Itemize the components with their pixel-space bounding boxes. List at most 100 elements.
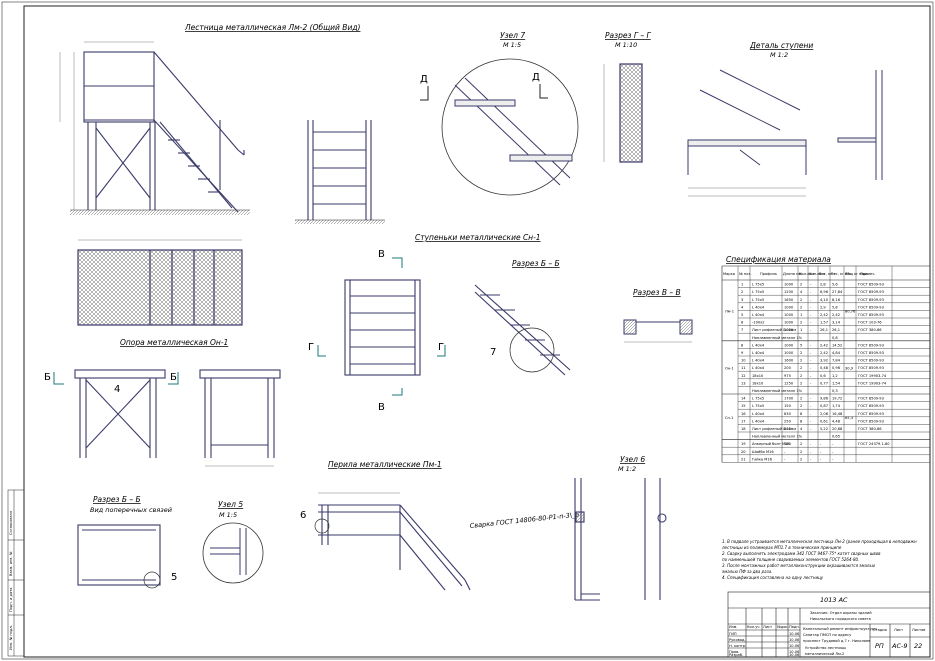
spec-cell: 8	[800, 419, 803, 423]
spec-cell: 2	[800, 374, 802, 378]
spec-cell: -	[810, 298, 812, 302]
spec-cell: 2	[800, 283, 802, 287]
spec-cell: 830	[784, 412, 792, 416]
spec-cell: 11	[741, 366, 746, 370]
spec-weld-row: Наплавленный металл 1%	[752, 389, 803, 393]
stamp-object1: Капитальный ремонт инфраструктуры	[803, 627, 877, 631]
spec-cell: 2	[800, 381, 802, 385]
title-overview: Лестница металлическая Лм-2 (Общий Вид)	[184, 23, 361, 32]
stamp-object2: Санитар ПМСП по адресу	[803, 633, 852, 637]
spec-cell: ГОСТ 8509-93	[858, 305, 884, 309]
title-railing: Перила металлические Пм-1	[328, 460, 442, 469]
spec-cell: 4,10	[820, 298, 829, 302]
spec-header-cell: Марка	[723, 272, 735, 276]
title-node6: Узел 6	[620, 455, 645, 464]
spec-cell: ГОСТ 8509-93	[858, 351, 884, 355]
spec-group-mark: Лм-1	[725, 309, 734, 313]
stamp-col-list: Лист	[763, 625, 772, 629]
spec-cell: 10	[741, 359, 746, 363]
margin-label-agreed: Согласовано	[9, 511, 13, 535]
spec-cell: ГОСТ 380-86	[858, 427, 882, 431]
spec-cell: 0,61	[820, 419, 828, 423]
spec-cell: -	[832, 442, 834, 446]
stamp-date: 10.06	[789, 638, 800, 642]
note-line: эмалью ПФ за два раза.	[722, 569, 772, 574]
spec-cell: 6,96	[820, 290, 829, 294]
spec-header-cell: Кол-во н	[809, 272, 826, 276]
spec-cell: 12	[741, 374, 746, 378]
node6-drawing	[574, 478, 667, 601]
spec-cell: 1	[741, 283, 743, 287]
stamp-col-kol: Кол.уч	[747, 625, 759, 629]
spec-cell: 1000	[784, 313, 794, 317]
stamp-sheet-title2: металлической Лм-2	[805, 652, 844, 656]
stamp-object3: проспект Трудовой д.7 г. Николаев	[803, 639, 870, 643]
stamp-col-sign: Подп.	[789, 625, 800, 629]
spec-cell: 2	[800, 351, 802, 355]
stamp-stage-label: Стадия	[873, 628, 887, 632]
spec-cell: 4	[800, 427, 803, 431]
spec-cell: 2,06	[820, 412, 829, 416]
marker-v-bottom: В	[378, 402, 385, 413]
spec-cell: 830	[784, 427, 792, 431]
stamp-code: 1013 АС	[820, 596, 848, 604]
spec-cell: -	[810, 351, 812, 355]
spec-cell: -	[810, 366, 812, 370]
spec-cell: 5,8	[832, 305, 838, 309]
spec-cell: L 40х4	[752, 419, 765, 423]
spec-cell: 9	[741, 351, 744, 355]
spec-group-mark: Он-1	[725, 366, 734, 370]
spec-cell: ГОСТ 8509-93	[858, 298, 884, 302]
spec-cell: L 75х5	[752, 397, 764, 401]
spec-cell: -100х2	[752, 321, 765, 325]
spec-cell: 9,86	[820, 397, 829, 401]
spec-cell: 21	[741, 457, 746, 461]
spec-cell: -	[810, 321, 812, 325]
ground-hatch-front	[295, 220, 385, 224]
spec-cell: 19,72	[832, 397, 842, 401]
note-line: 3. После монтажных работ металлоконструк…	[722, 563, 876, 568]
note-line: 1. В подвале устраивается металлическая …	[722, 539, 917, 544]
spec-cell: 14	[741, 397, 746, 401]
spec-cell: 2,42	[832, 313, 840, 317]
stamp-sheet: АС-9	[891, 642, 907, 650]
node5-drawing	[210, 528, 247, 575]
spec-cell: -	[820, 442, 822, 446]
railing-drawing	[318, 504, 471, 591]
spec-cell: Шайба М16	[752, 450, 774, 454]
spec-header-cell: Вес, кг общ	[831, 272, 854, 276]
title-section-bb: Разрез Б – Б	[512, 259, 560, 268]
stamp-sheet-label: Лист	[894, 628, 903, 632]
spec-cell: -	[784, 450, 786, 454]
marker-d-right: Д	[532, 72, 540, 83]
spec-header-cell: № поз.	[739, 272, 751, 276]
spec-cell: 3,14	[832, 321, 841, 325]
spec-cell: Гайка М16	[752, 457, 773, 461]
spec-header-cell: Вес, кг т	[819, 272, 835, 276]
spec-cell: 2	[800, 366, 802, 370]
title-section-vv: Разрез В – В	[633, 288, 681, 297]
node7-drawing	[454, 77, 573, 186]
spec-cell: 1000	[784, 283, 794, 287]
spec-cell: 4,84	[832, 351, 841, 355]
title-steps: Ступеньки металлические Сн-1	[415, 233, 541, 242]
spec-cell: 1700	[784, 397, 794, 401]
stamp-sheet-title1: Устройство лестницы	[805, 646, 846, 650]
spec-cell: 2	[741, 290, 743, 294]
spec-cell: 2,42	[820, 351, 828, 355]
spec-cell: 1000	[784, 321, 794, 325]
spec-cell: 7,84	[832, 359, 841, 363]
spec-cell: ГОСТ 8509-93	[858, 366, 884, 370]
spec-cell: -	[810, 343, 812, 347]
stamp-role: ГИП	[729, 632, 737, 636]
spec-cell: 4	[741, 305, 744, 309]
section-bb-drawing	[474, 284, 571, 376]
spec-title: Спецификация материала	[726, 255, 831, 264]
spec-cell: 5,22	[820, 427, 828, 431]
spec-cell: ГОСТ 8509-93	[858, 290, 884, 294]
title-block	[727, 591, 931, 658]
spec-cell: 2,42	[820, 343, 828, 347]
stamp-sheets: 22	[914, 642, 922, 650]
spec-weld-row: Наплавленный металл 1%	[752, 435, 803, 439]
stamp-role: Пров.	[729, 650, 739, 654]
